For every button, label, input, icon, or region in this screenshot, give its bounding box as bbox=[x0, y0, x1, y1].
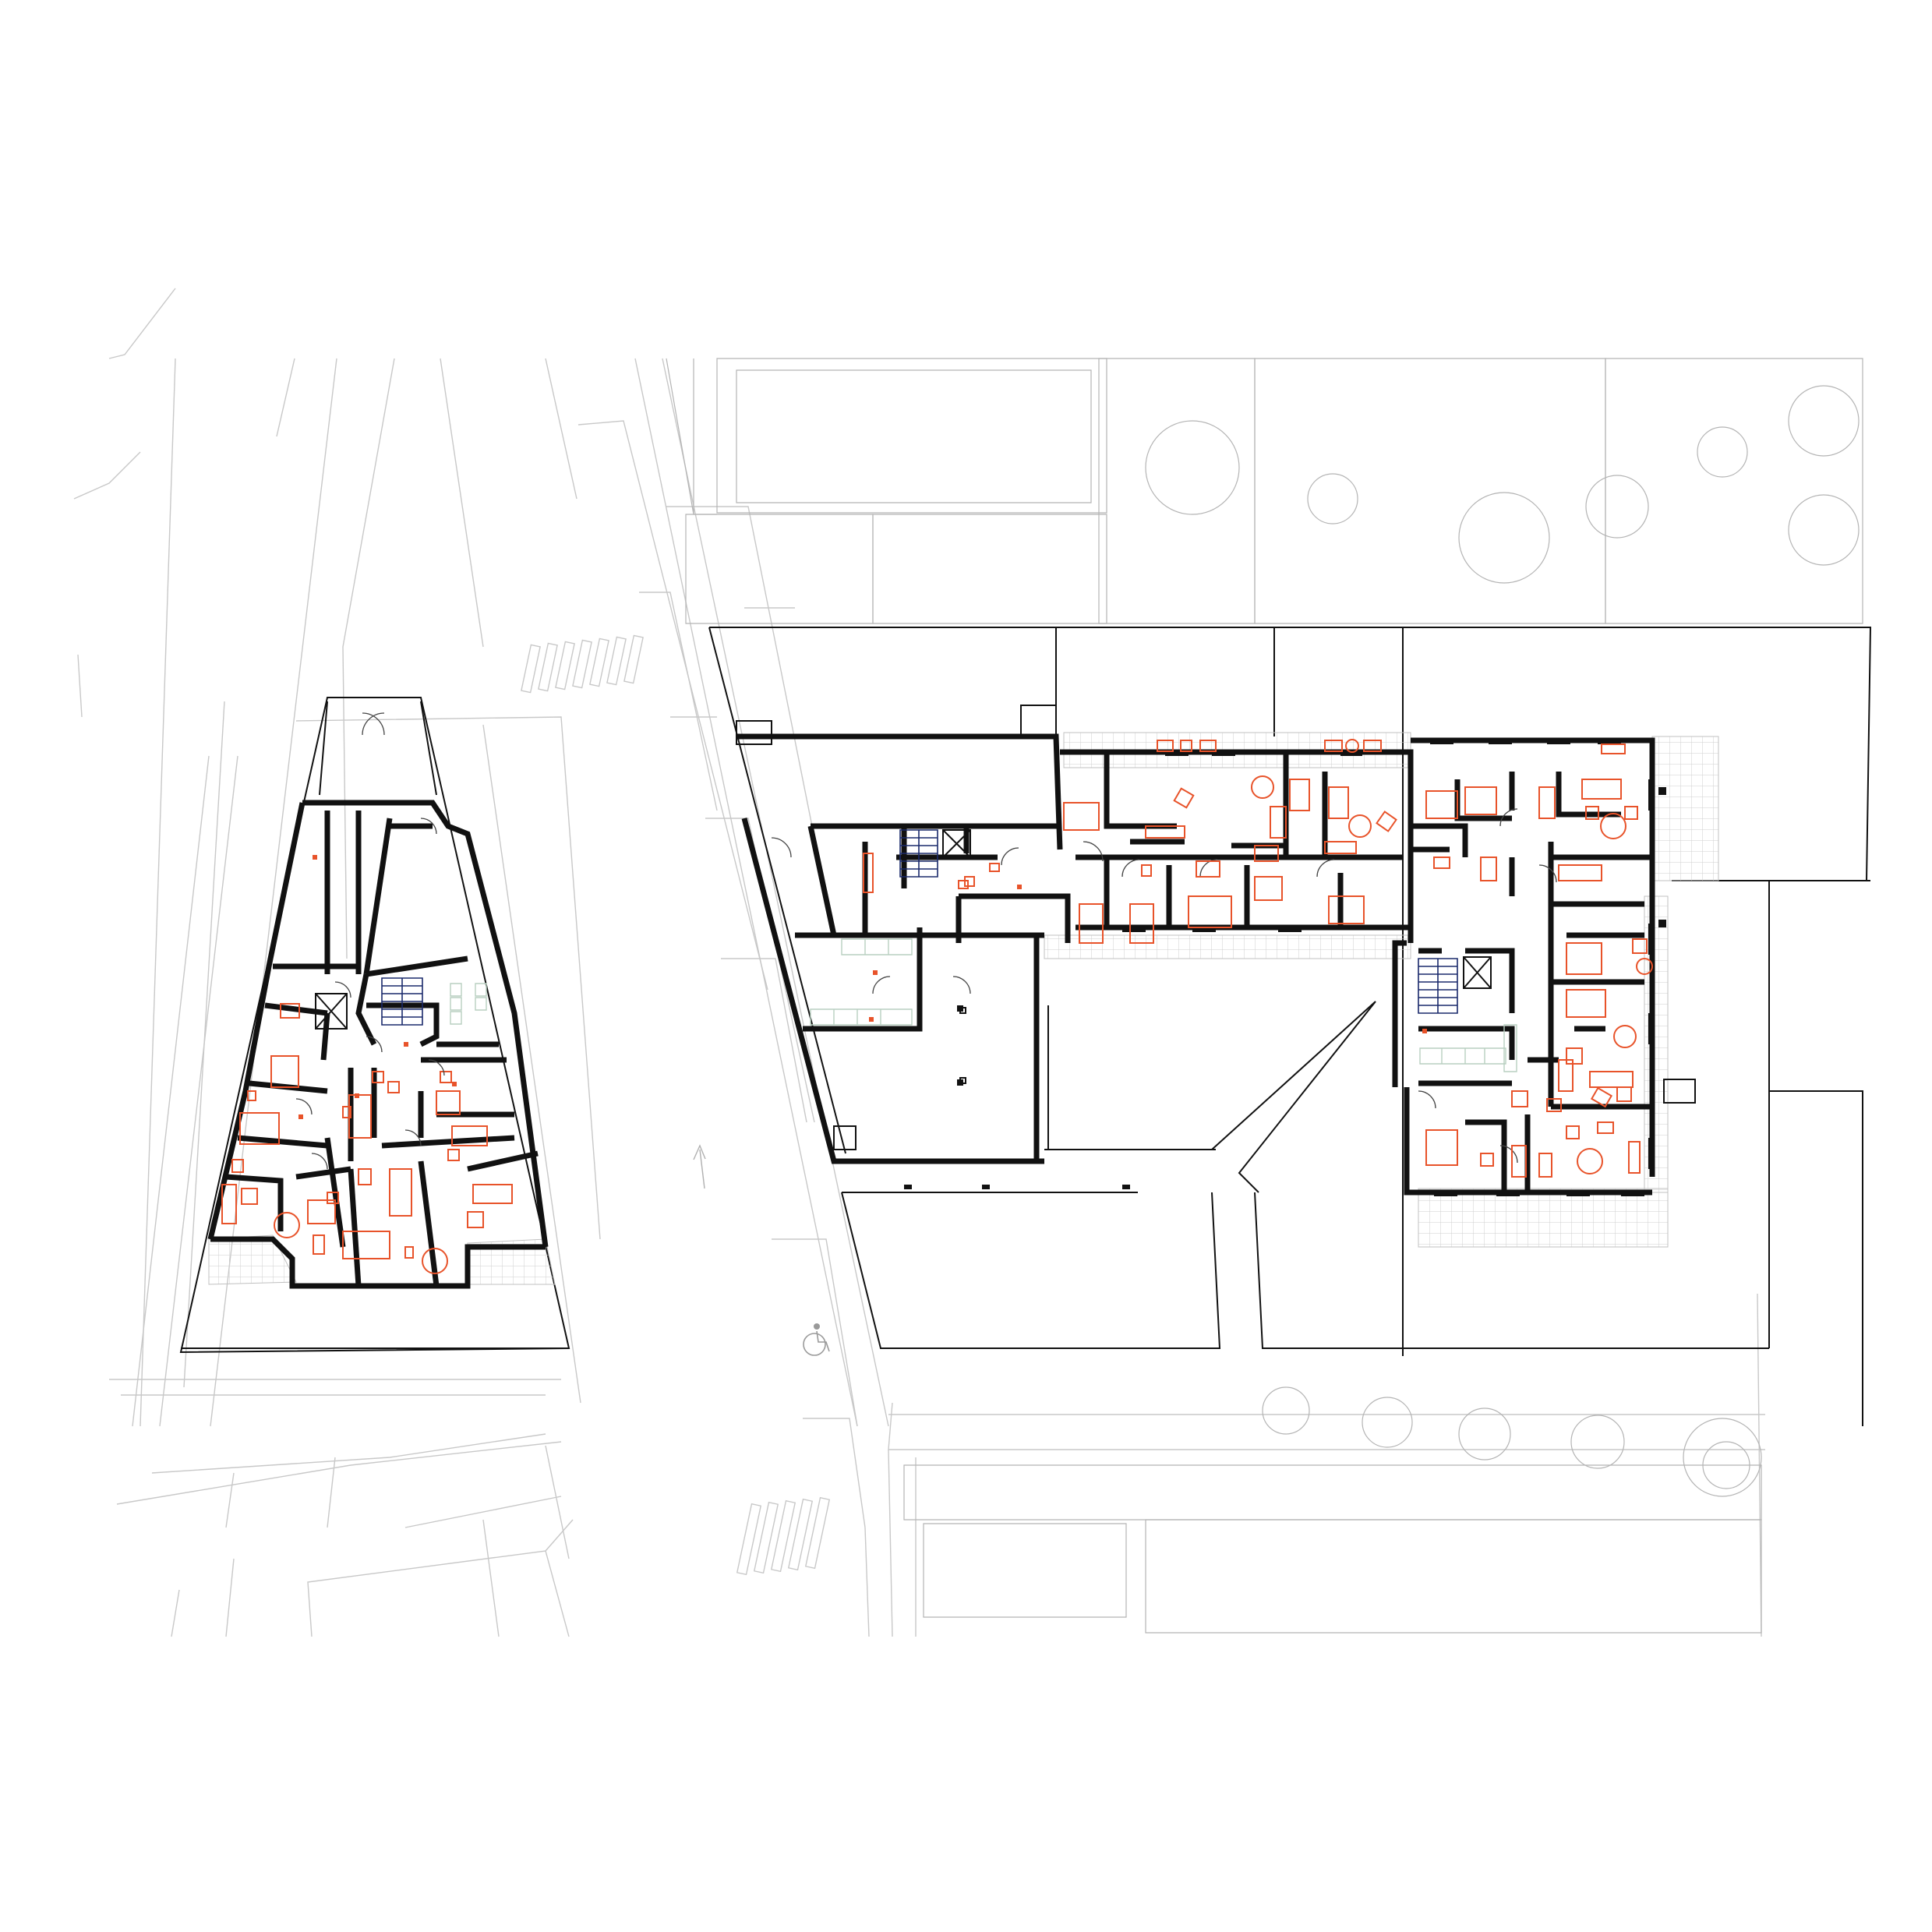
facade-windows bbox=[736, 705, 1695, 1196]
bed-icon bbox=[1189, 896, 1231, 927]
elevator-shaft bbox=[316, 994, 347, 1029]
bed-icon bbox=[1064, 803, 1099, 830]
furniture-main bbox=[864, 740, 1652, 1177]
room-markers-main bbox=[869, 885, 1427, 1033]
bed-icon bbox=[1465, 787, 1496, 814]
door-swings bbox=[772, 809, 1556, 1163]
north-arrow-icon bbox=[694, 1146, 705, 1189]
storage-cabinets bbox=[811, 939, 1517, 1072]
table-icon bbox=[1349, 815, 1371, 837]
table-icon bbox=[422, 1249, 447, 1273]
bed-icon bbox=[1426, 1130, 1457, 1165]
main-building bbox=[709, 627, 1870, 1426]
table-icon bbox=[1577, 1149, 1602, 1174]
table-icon bbox=[1252, 776, 1273, 798]
staircase-icon bbox=[900, 830, 938, 877]
bed-icon bbox=[1329, 896, 1364, 924]
triangular-building bbox=[181, 698, 569, 1352]
table-icon bbox=[274, 1213, 299, 1238]
wheelchair-parking-icon bbox=[804, 1323, 829, 1355]
staircase-icon bbox=[382, 978, 422, 1025]
table-icon bbox=[1601, 814, 1626, 839]
bed-icon bbox=[1566, 990, 1605, 1017]
staircase-icon bbox=[1418, 959, 1457, 1013]
bed-icon bbox=[240, 1113, 279, 1144]
bed-icon bbox=[343, 1231, 390, 1259]
table-icon bbox=[1614, 1026, 1636, 1047]
site-context bbox=[74, 288, 1863, 1637]
bed-icon bbox=[271, 1056, 298, 1087]
bed-icon bbox=[1566, 943, 1602, 974]
door-swings-triangular bbox=[296, 713, 444, 1169]
bed-icon bbox=[1426, 791, 1457, 818]
room-markers-triangular bbox=[298, 855, 457, 1119]
furniture-triangular bbox=[222, 1004, 512, 1273]
columns bbox=[960, 1008, 966, 1083]
storage-cabinets bbox=[450, 984, 486, 1024]
elevator-shaft bbox=[943, 830, 1491, 988]
